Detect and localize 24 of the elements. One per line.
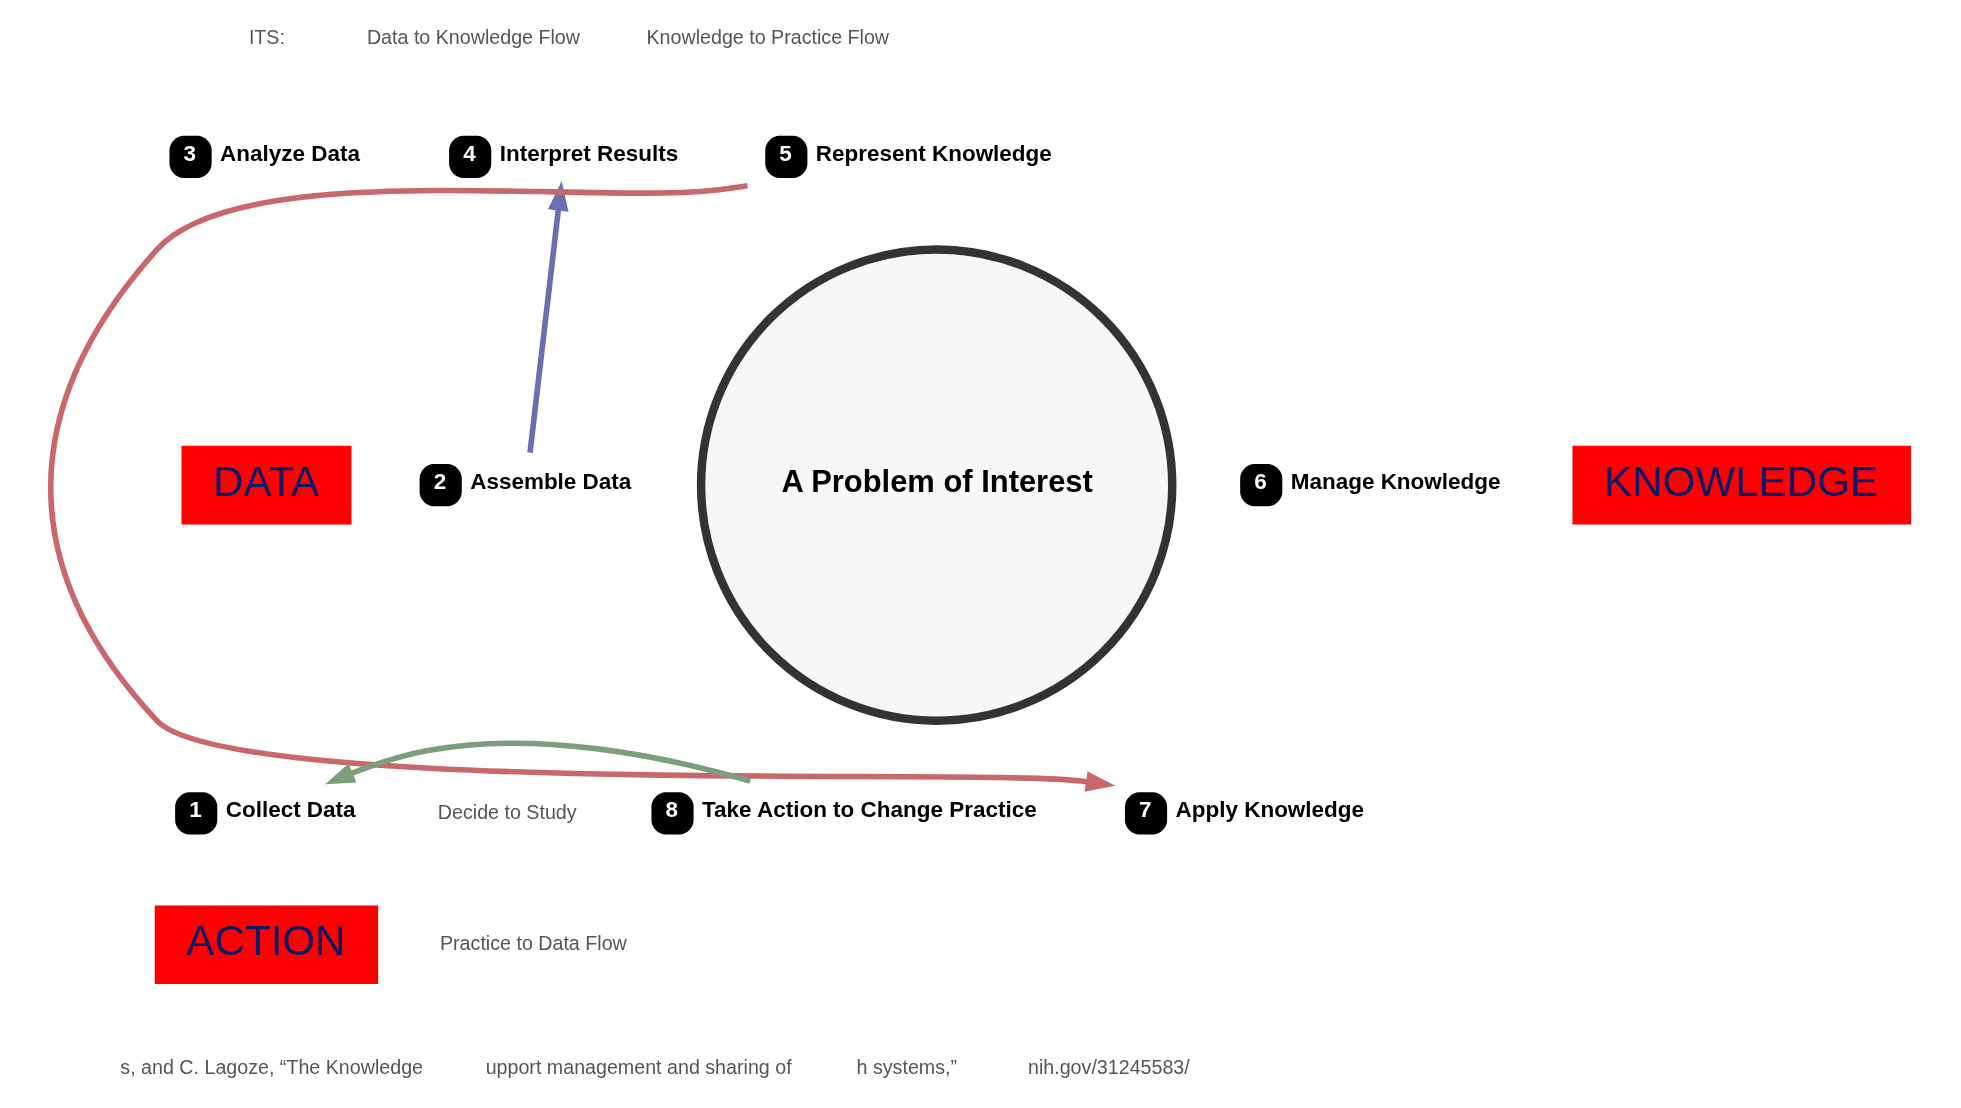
- label: Practice to Data Flow: [439, 931, 627, 954]
- node-label: Assemble Data: [470, 469, 632, 495]
- node-label: Collect Data: [225, 797, 356, 823]
- node-label: Take Action to Change Practice: [702, 797, 1037, 823]
- node-label: Interpret Results: [499, 140, 679, 166]
- label: nih.gov/31245583/: [1028, 1056, 1190, 1079]
- node-box: KNOWLEDGE: [1572, 445, 1912, 525]
- label: Knowledge to Practice Flow: [646, 26, 890, 49]
- node-box: DATA: [181, 445, 352, 525]
- arrow: [527, 181, 569, 453]
- node-label: Represent Knowledge: [815, 140, 1052, 166]
- arrow: [325, 740, 751, 785]
- node-box: ACTION: [154, 905, 379, 985]
- node-circle: A Problem of Interest: [696, 245, 1177, 725]
- label: s, and C. Lagoze, “The Knowledge: [120, 1056, 424, 1079]
- node-label: Manage Knowledge: [1290, 469, 1501, 495]
- node-label: Apply Knowledge: [1175, 797, 1365, 823]
- arrow: [48, 183, 1116, 792]
- label: Data to Knowledge Flow: [366, 26, 580, 49]
- label: h systems,”: [856, 1056, 958, 1079]
- node-label: Analyze Data: [220, 140, 360, 166]
- label: Decide to Study: [437, 800, 577, 823]
- label: upport management and sharing of: [485, 1056, 792, 1079]
- label: ITS:: [248, 26, 285, 49]
